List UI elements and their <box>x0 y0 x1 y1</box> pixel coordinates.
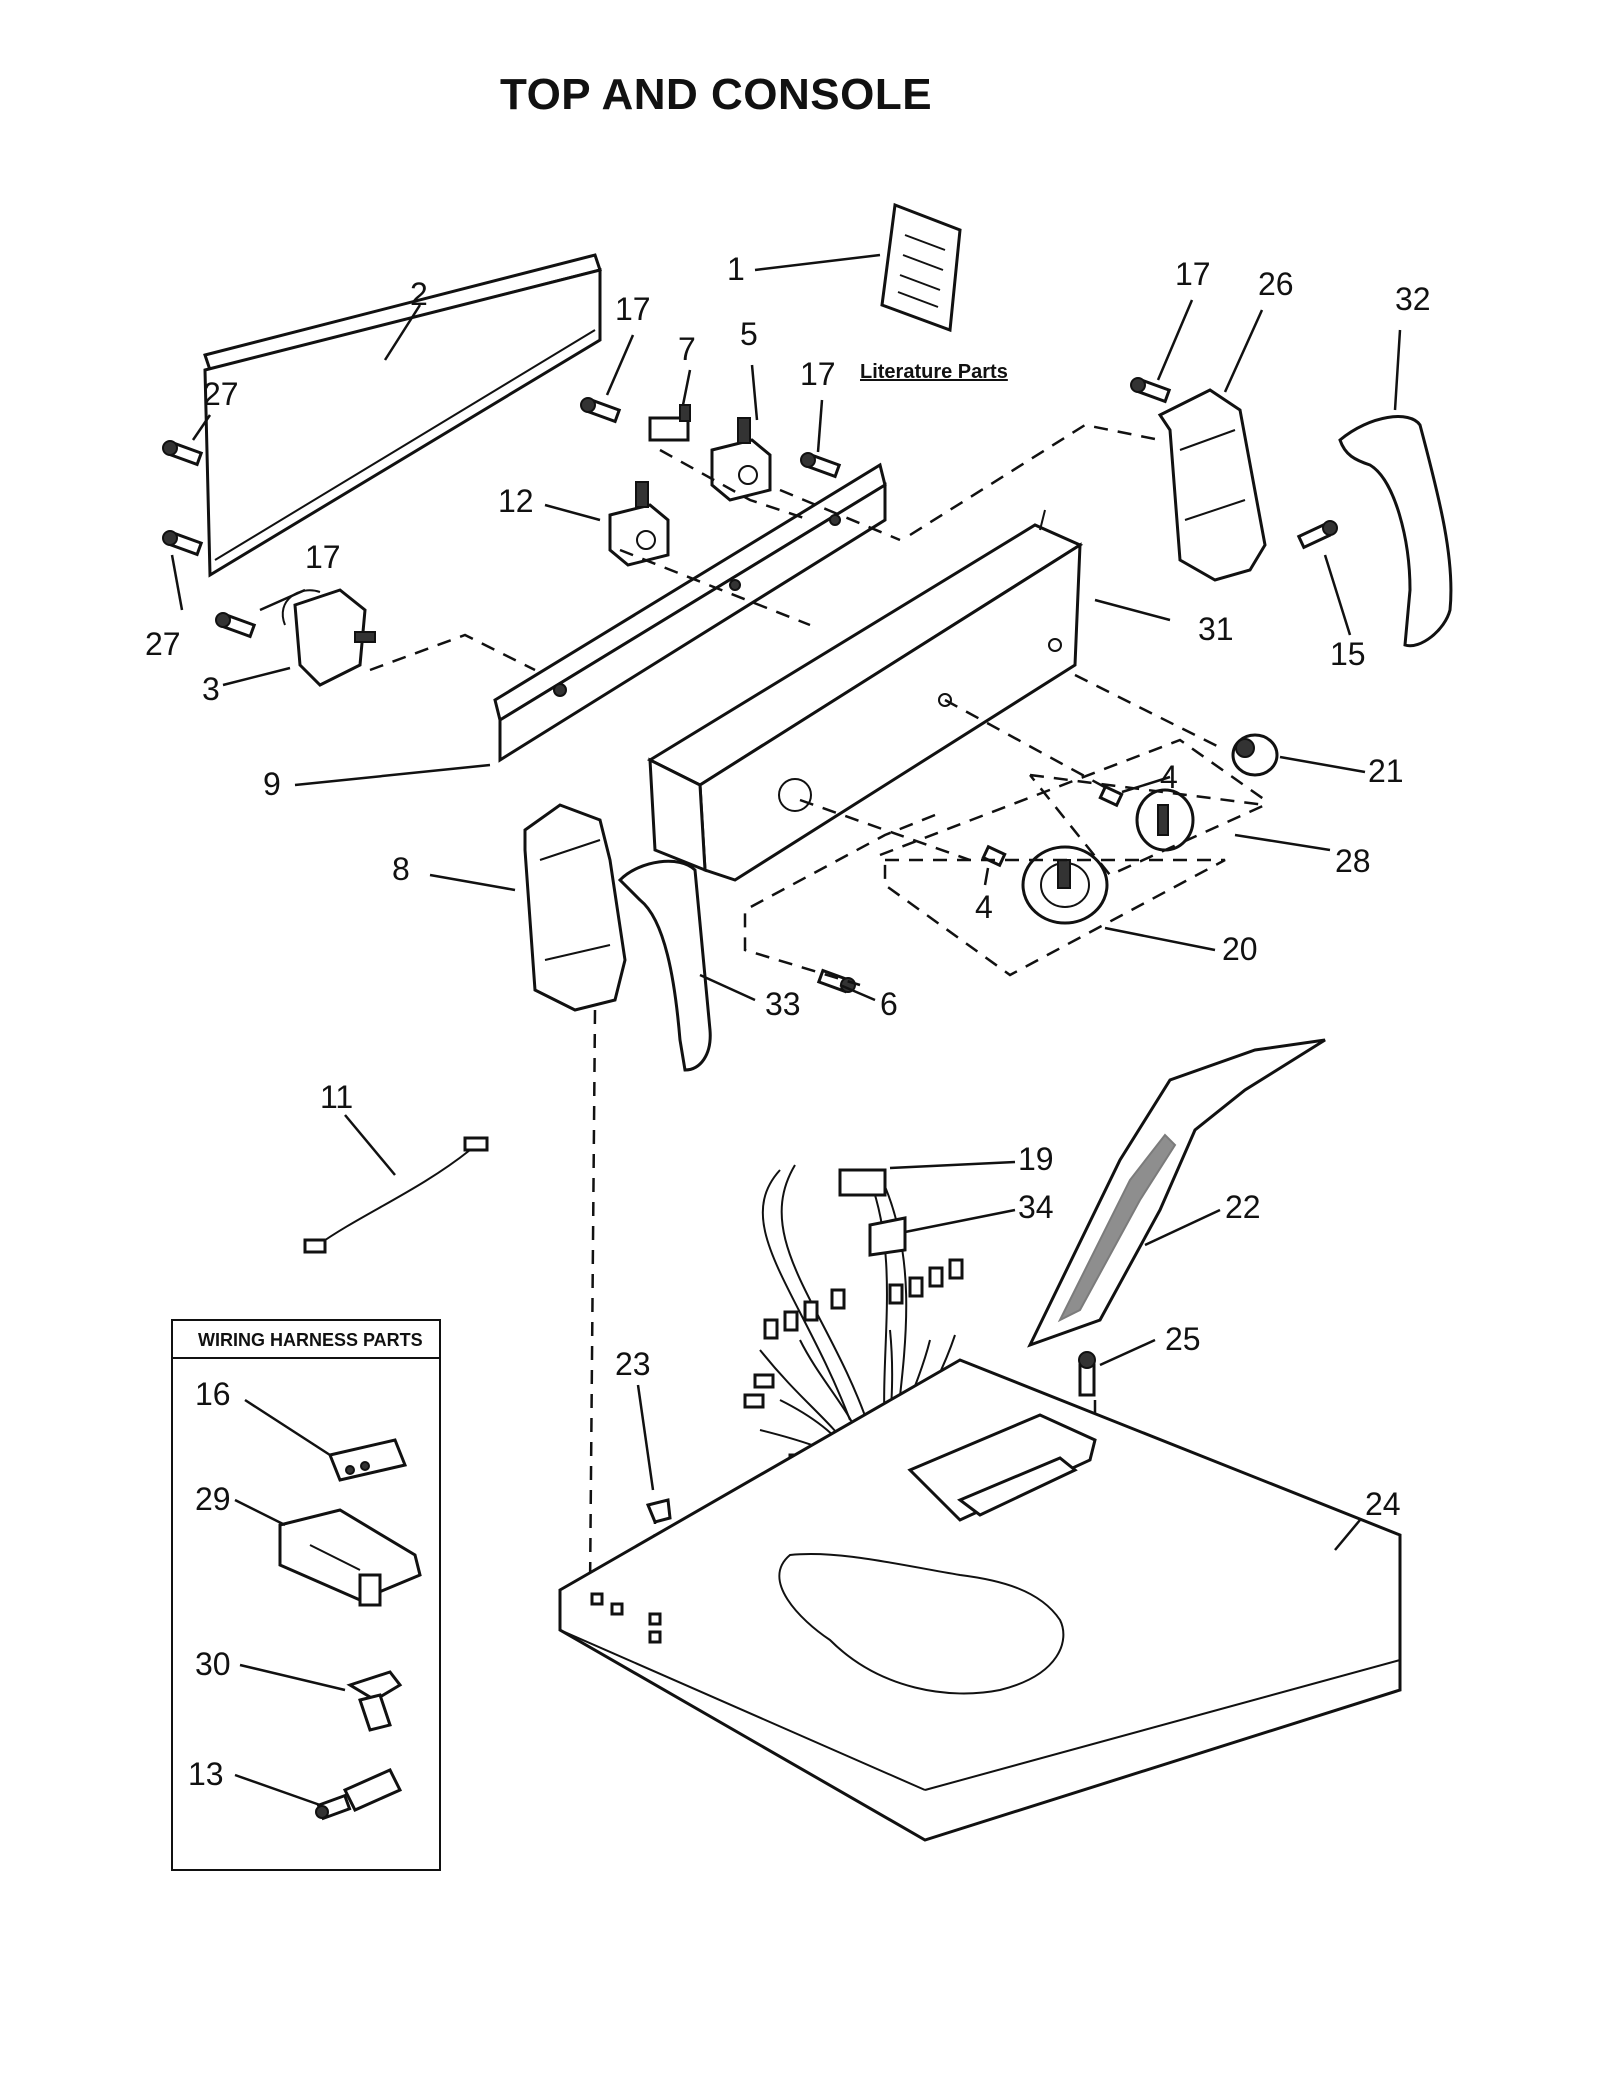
label-33: 33 <box>765 986 801 1022</box>
label-3: 3 <box>202 671 220 707</box>
switch-12 <box>608 481 670 567</box>
label-9: 9 <box>263 766 281 802</box>
callout-labels: 1 2 3 4 4 5 6 7 8 9 11 12 13 15 16 17 17… <box>145 251 1431 1792</box>
label-16: 16 <box>195 1376 231 1412</box>
literature-parts-label: Literature Parts <box>860 361 1008 383</box>
console-housing <box>646 509 1084 882</box>
label-19: 19 <box>1018 1141 1054 1177</box>
connector-29 <box>278 1508 422 1607</box>
label-28: 28 <box>1335 843 1371 879</box>
screw-17-a <box>580 397 622 424</box>
label-11: 11 <box>320 1079 353 1115</box>
label-24: 24 <box>1365 1486 1401 1522</box>
clip-30 <box>346 1670 403 1732</box>
label-27a: 27 <box>203 376 239 412</box>
label-29: 29 <box>195 1481 231 1517</box>
wiring-harness-parts-box <box>171 1319 441 1871</box>
screw-17-c <box>215 612 257 639</box>
knob-21 <box>1231 733 1279 777</box>
literature-booklet <box>880 202 962 333</box>
screw-27-a <box>162 440 204 467</box>
knob-20 <box>1021 845 1109 925</box>
label-20: 20 <box>1222 931 1258 967</box>
label-17a: 17 <box>615 291 651 327</box>
switch-3 <box>281 588 376 687</box>
control-panel-bracket <box>493 462 887 763</box>
top-panel <box>558 1358 1402 1842</box>
label-17d: 17 <box>1175 256 1211 292</box>
screw-25 <box>1078 1351 1096 1397</box>
label-21: 21 <box>1368 753 1404 789</box>
switch-7 <box>648 404 691 442</box>
leader-lines <box>170 253 1402 1807</box>
left-trim <box>617 859 712 1072</box>
label-26: 26 <box>1258 266 1294 302</box>
label-34: 34 <box>1018 1189 1054 1225</box>
switch-5 <box>710 417 772 502</box>
wire-11 <box>303 1136 489 1254</box>
lint-screen <box>1027 1038 1326 1348</box>
label-12: 12 <box>498 483 534 519</box>
label-23: 23 <box>615 1346 651 1382</box>
clip-4-b <box>981 844 1007 868</box>
right-end-cap <box>1157 388 1267 582</box>
label-30: 30 <box>195 1646 231 1682</box>
label-25: 25 <box>1165 1321 1201 1357</box>
rear-panel <box>203 253 602 578</box>
screw-17-b <box>800 452 842 479</box>
right-trim <box>1338 415 1453 648</box>
label-4b: 4 <box>975 889 993 925</box>
label-6: 6 <box>880 986 898 1022</box>
label-8: 8 <box>392 851 410 887</box>
label-27b: 27 <box>145 626 181 662</box>
clip-4-a <box>1098 784 1124 808</box>
wiring-box-title: WIRING HARNESS PARTS <box>198 1330 423 1350</box>
knob-28 <box>1135 788 1195 852</box>
label-1: 1 <box>727 251 745 287</box>
label-4a: 4 <box>1160 759 1178 795</box>
screw-27-b <box>162 530 204 557</box>
label-2: 2 <box>410 276 428 312</box>
label-17c: 17 <box>305 539 341 575</box>
label-15: 15 <box>1330 636 1366 672</box>
left-end-cap <box>523 803 627 1012</box>
screw-15 <box>1296 520 1338 550</box>
screw-17-d <box>1130 377 1172 404</box>
terminal-13 <box>315 1768 403 1821</box>
label-22: 22 <box>1225 1189 1261 1225</box>
label-13: 13 <box>188 1756 224 1792</box>
page-title: TOP AND CONSOLE <box>500 70 933 119</box>
label-5: 5 <box>740 316 758 352</box>
label-17b: 17 <box>800 356 836 392</box>
clip-23 <box>645 1498 672 1524</box>
label-32: 32 <box>1395 281 1431 317</box>
label-7: 7 <box>678 331 696 367</box>
label-31: 31 <box>1198 611 1234 647</box>
connector-16 <box>327 1438 408 1482</box>
